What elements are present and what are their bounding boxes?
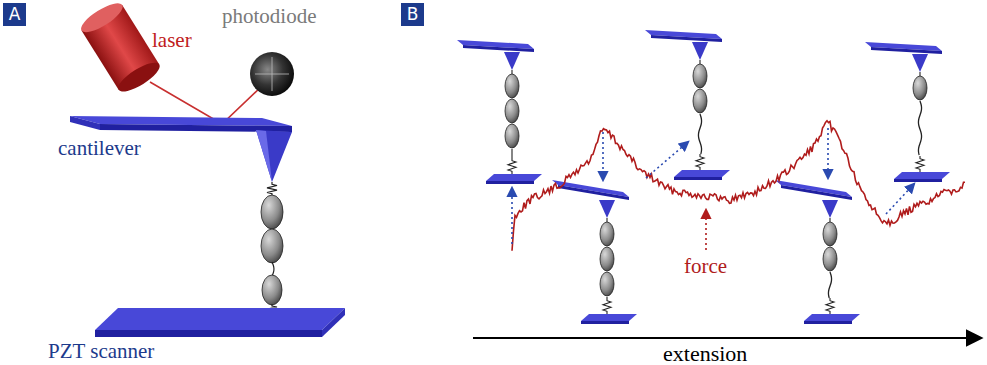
protein-domain: [600, 272, 614, 296]
panel-letter-box: B: [401, 3, 424, 26]
afm-state-sketch: [552, 180, 637, 324]
afm-state-sketch: [457, 40, 542, 184]
pointer-arrow: [827, 128, 829, 178]
protein-domain: [600, 247, 614, 271]
extension-label: extension: [660, 343, 750, 365]
pointer-arrow: [511, 188, 513, 244]
afm-state-sketch: [645, 30, 730, 180]
protein-domain: [693, 64, 707, 88]
laser-source: [77, 0, 163, 97]
pointer-arrow: [886, 184, 914, 214]
pointer-arrow: [646, 142, 688, 178]
protein-domain: [262, 275, 282, 305]
pointer-arrow: [602, 132, 604, 180]
force-extension-panel: [457, 30, 980, 338]
photodiode-label: photodiode: [222, 6, 317, 27]
pzt-scanner-label: PZT scanner: [48, 341, 154, 362]
protein-domain: [600, 222, 614, 246]
protein-domain: [913, 76, 927, 100]
force-trace: [512, 121, 965, 251]
afm-setup: [70, 0, 345, 337]
afm-state-sketch: [865, 42, 950, 182]
cantilever-tip: [256, 130, 292, 182]
force-label: force: [684, 256, 727, 277]
laser-label: laser: [152, 30, 192, 51]
force-pointer: [705, 210, 707, 250]
protein-domain: [693, 89, 707, 113]
protein-domain: [823, 247, 837, 271]
panel-letter: B: [407, 6, 419, 23]
photodiode-sphere: [250, 52, 294, 96]
panel-letter-box: A: [3, 3, 26, 26]
afm-state-sketch: [775, 180, 860, 324]
protein-domain: [823, 222, 837, 246]
protein-domain: [505, 99, 519, 123]
cantilever-label: cantilever: [58, 138, 141, 159]
protein-domain: [505, 124, 519, 148]
protein-domain: [505, 74, 519, 98]
protein-domain: [261, 195, 283, 229]
panel-letter: A: [9, 6, 21, 23]
pzt-scanner-plate: [95, 308, 345, 330]
extension-axis: [473, 337, 980, 339]
protein-domain: [261, 229, 283, 263]
